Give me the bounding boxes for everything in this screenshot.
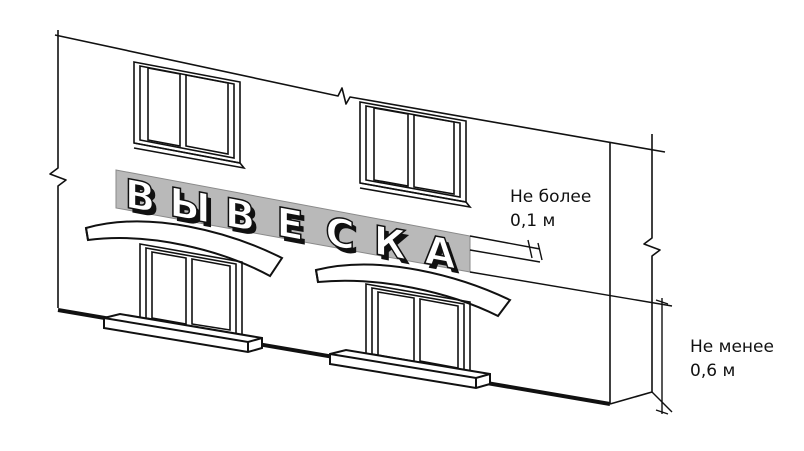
canopy-right	[314, 263, 512, 318]
sign-letter: С	[325, 208, 354, 260]
sign-letter: В	[225, 189, 255, 241]
upper-window-left	[133, 61, 246, 170]
max-offset-label-line2: 0,1 м	[510, 211, 555, 231]
canopy-left	[84, 220, 284, 278]
sign-letter: Ы	[169, 179, 210, 233]
step-left	[103, 312, 263, 354]
min-height-label-line1: Не менее	[690, 337, 774, 357]
left-wall-edge	[49, 30, 67, 308]
sign-letter-shadow: В	[129, 175, 159, 227]
step-right	[329, 348, 491, 390]
sign-letter: А	[425, 226, 457, 278]
building-facade	[49, 30, 666, 405]
roof-line	[54, 34, 666, 153]
offset-dimension	[469, 235, 543, 263]
sign-letter: К	[374, 217, 407, 270]
min-height-label-line2: 0,6 м	[690, 361, 735, 381]
side-wall-bottom	[609, 391, 653, 405]
sign-letter-shadow: Е	[280, 203, 307, 255]
max-offset-label-line1: Не более	[510, 187, 591, 207]
upper-window-right	[359, 101, 472, 209]
sign-letter: Е	[276, 199, 303, 251]
height-dimension	[469, 271, 673, 415]
sign-letter-shadow: С	[329, 213, 358, 265]
sign-letter: В	[125, 170, 155, 222]
side-wall-edge	[643, 134, 661, 392]
